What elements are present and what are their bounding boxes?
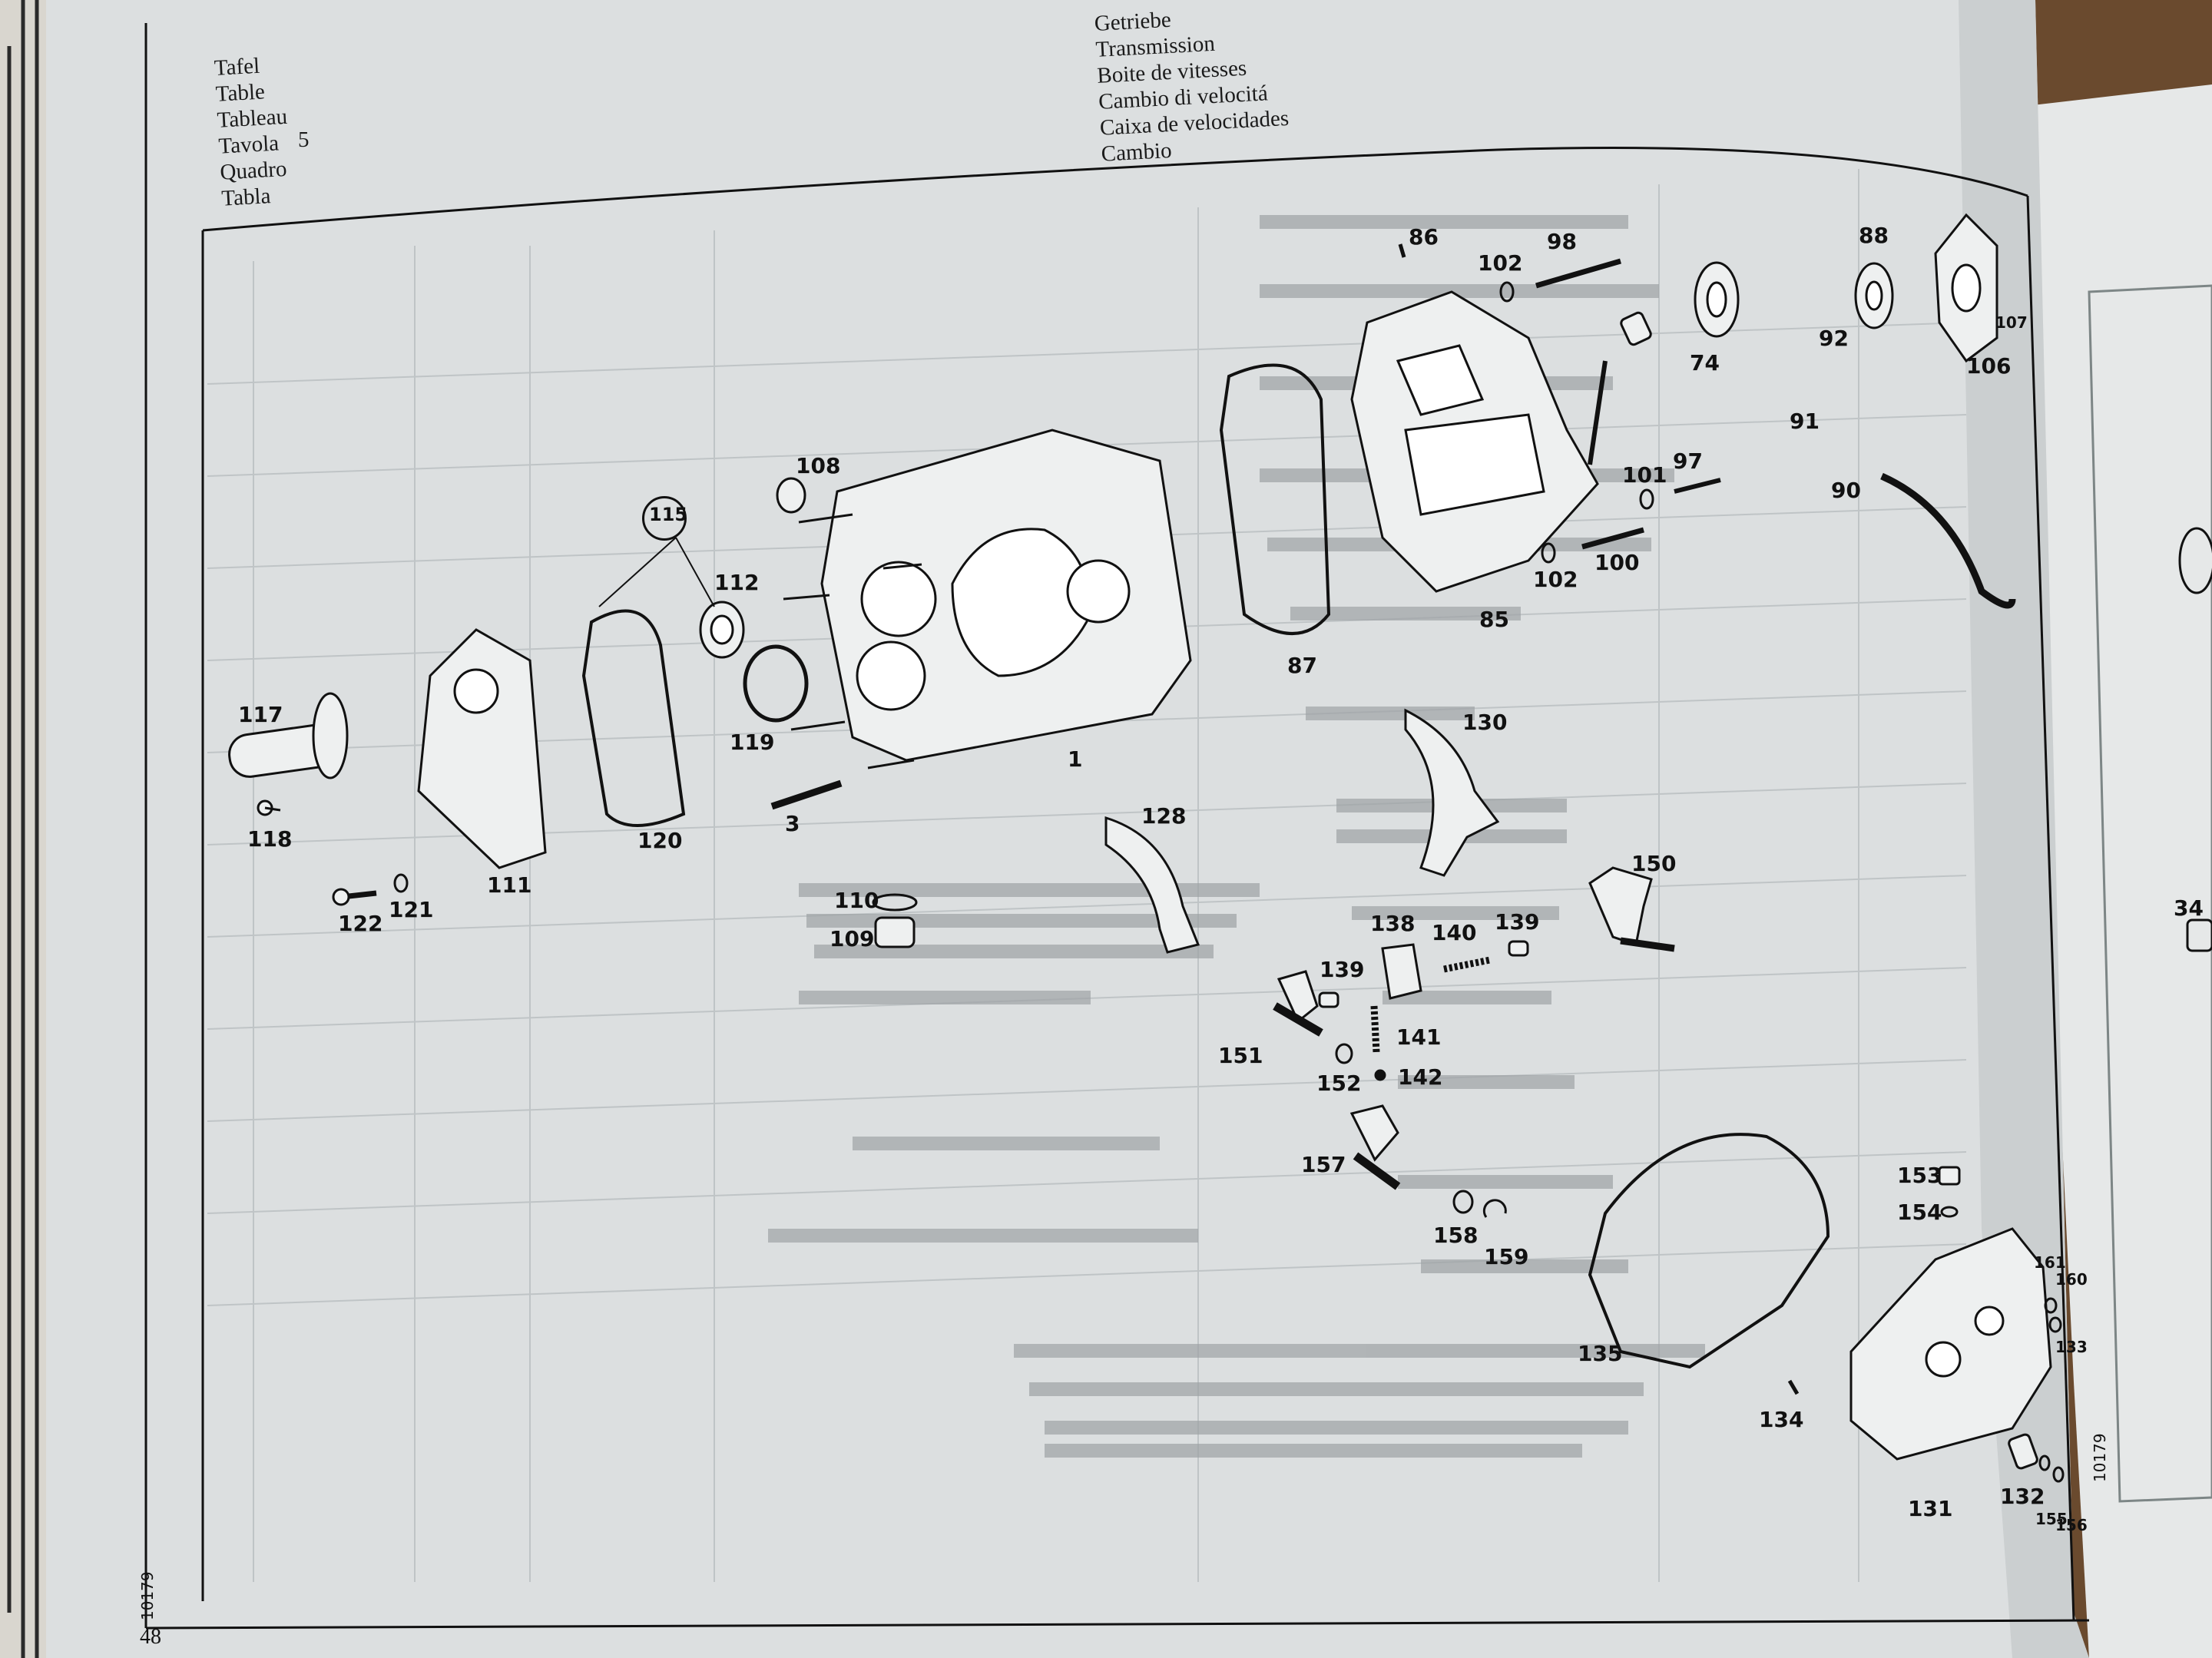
part-number-label: 118 [247, 826, 293, 852]
part-number-label: 132 [2000, 1484, 2045, 1509]
table-label: Tabla [220, 184, 272, 211]
transmission-label-stack: Getriebe Transmission Boite de vitesses … [1094, 1, 1291, 167]
part-number-label: 117 [238, 702, 283, 727]
page-stack-edges [7, 0, 39, 1658]
part-number-label: 133 [2055, 1338, 2088, 1356]
doc-code-left: 10179 [138, 1571, 157, 1620]
part-number-label: 161 [2034, 1253, 2066, 1272]
right-page-drawings [2178, 527, 2212, 952]
part-number-label: 156 [2055, 1516, 2088, 1534]
part-number-label: 91 [1790, 409, 1820, 434]
part-number-label: 109 [830, 926, 875, 951]
circled-part-marker [642, 496, 687, 541]
part-number-label: 153 [1897, 1163, 1942, 1188]
part-number-label: 140 [1432, 920, 1477, 945]
part-number-label: 135 [1578, 1341, 1623, 1366]
part-number-label: 85 [1479, 607, 1509, 632]
table-label: Tafel [214, 53, 260, 81]
part-number-label: 120 [637, 828, 683, 853]
part-number-label: 88 [1859, 223, 1889, 248]
part-number-label: 101 [1622, 462, 1667, 488]
part-number-label: 142 [1398, 1064, 1443, 1090]
leader-lines [598, 537, 715, 607]
part-number-label: 102 [1478, 250, 1523, 276]
part-number-label: 150 [1631, 851, 1677, 876]
part-number-label: 98 [1547, 229, 1577, 254]
part-number-label: 119 [730, 730, 775, 755]
doc-code-right: 10179 [2091, 1433, 2109, 1482]
part-number-label: 160 [2055, 1270, 2088, 1289]
part-number-label: 108 [796, 453, 841, 478]
part-number-label: 157 [1301, 1152, 1346, 1177]
part-number-label: 3 [785, 811, 800, 836]
part-number-label: 141 [1396, 1024, 1442, 1050]
part-number-label: 111 [487, 872, 532, 898]
part-number-label: 155 [2035, 1510, 2068, 1528]
right-page-frame [2088, 284, 2212, 1503]
right-page [2012, 84, 2212, 1658]
part-number-label: 92 [1819, 326, 1849, 351]
part-number-label: 159 [1484, 1244, 1529, 1269]
table-label: Quadro [219, 156, 288, 185]
table-label: Table [214, 79, 266, 107]
part-number-label: 128 [1141, 803, 1187, 829]
part-number-label: 158 [1433, 1223, 1479, 1248]
part-number-label: 1 [1068, 746, 1083, 772]
part-number-label: 112 [714, 570, 760, 595]
right-page-part-number: 34 [2174, 895, 2204, 921]
part-number-label: 121 [389, 897, 434, 922]
main-page [46, 0, 2089, 1658]
part-number-label: 87 [1287, 653, 1317, 678]
part-number-label: 131 [1908, 1496, 1953, 1521]
part-number-label: 100 [1594, 550, 1640, 575]
table-label-stack: Tafel Table Tableau Tavola Quadro Tabla [214, 51, 293, 212]
table-number: 5 [298, 127, 310, 152]
part-number-label: 152 [1316, 1071, 1362, 1096]
part-number-label: 74 [1690, 350, 1720, 376]
part-number-label: 107 [1995, 313, 2028, 332]
page-number: 48 [140, 1625, 161, 1649]
part-number-label: 102 [1533, 567, 1578, 592]
part-number-label: 139 [1320, 957, 1365, 982]
part-number-label: 110 [834, 888, 879, 913]
part-number-label: 139 [1495, 909, 1540, 935]
part-number-label: 154 [1897, 1200, 1942, 1225]
part-number-label: 106 [1966, 353, 2012, 379]
part-number-label: 130 [1462, 710, 1508, 735]
table-label: Tableau [216, 104, 288, 133]
part-number-label: 90 [1831, 478, 1861, 503]
part-number-label: 134 [1759, 1407, 1804, 1432]
part-drawings [228, 213, 2065, 1483]
table-label: Tavola [217, 131, 280, 159]
part-number-label: 122 [338, 911, 383, 936]
circled-part-number: 115 [649, 504, 688, 525]
part-number-label: 151 [1218, 1043, 1263, 1068]
part-number-label: 97 [1673, 448, 1703, 474]
bleed-through-text [768, 215, 1705, 1458]
part-number-label: 86 [1409, 224, 1439, 250]
part-number-label: 138 [1370, 911, 1416, 936]
